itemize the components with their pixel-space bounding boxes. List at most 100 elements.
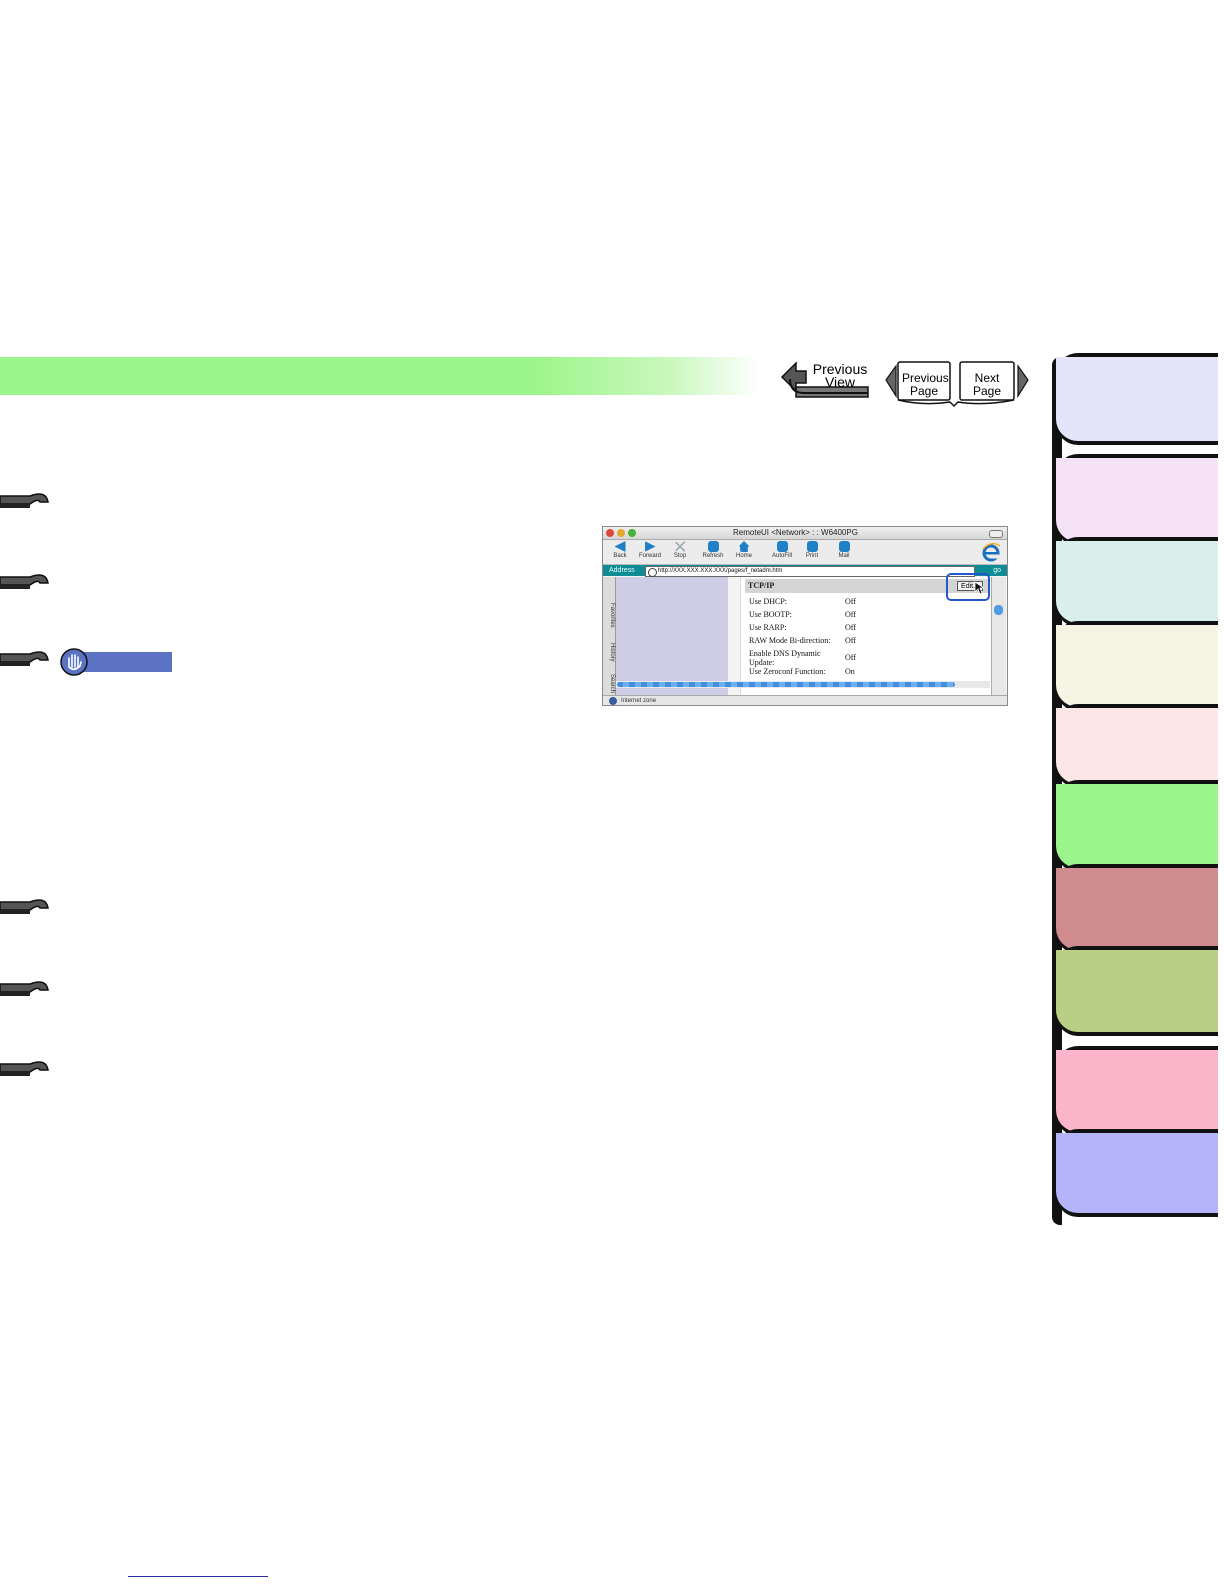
- step-bullet-2: [0, 563, 52, 603]
- chapter-tab-7[interactable]: [1056, 868, 1218, 950]
- setting-label: Use BOOTP:: [749, 610, 792, 619]
- footer-link-rule: [128, 1576, 268, 1577]
- previous-view-label: Previous View: [812, 361, 868, 390]
- step-bullet-4: [0, 888, 52, 928]
- stop-icon: [674, 541, 686, 552]
- horizontal-scroll-thumb[interactable]: [617, 682, 955, 687]
- window-title: RemoteUI <Network> : : W6400PG: [733, 528, 858, 537]
- section-title: TCP/IP: [748, 581, 775, 590]
- edit-button[interactable]: Edit...: [957, 581, 983, 591]
- browser-screenshot: RemoteUI <Network> : : W6400PG Back Forwa…: [602, 526, 1008, 706]
- step-bullet-1: [0, 482, 52, 522]
- toolbar-label: Home: [735, 553, 752, 559]
- back-arrow-icon: [780, 361, 869, 398]
- print-icon: [806, 541, 818, 552]
- setting-label: RAW Mode Bi-direction:: [749, 636, 831, 645]
- hand-stop-icon: [60, 648, 88, 676]
- address-bar: Address http://XXX.XXX.XXX.XXX/pages/f_n…: [603, 565, 1007, 577]
- ie-logo-icon: [981, 542, 1001, 562]
- window-title-bar: RemoteUI <Network> : : W6400PG: [603, 527, 1007, 540]
- globe-icon: [609, 697, 617, 705]
- page-icon: [648, 568, 657, 577]
- chapter-tab-5[interactable]: [1056, 708, 1218, 784]
- previous-view-button[interactable]: Previous View: [780, 357, 880, 403]
- setting-value: Off: [845, 597, 856, 606]
- important-bar: [74, 652, 172, 672]
- mail-icon: [838, 541, 850, 552]
- toolbar-mail-button[interactable]: Mail: [829, 541, 859, 560]
- step-arrow-icon: [0, 651, 49, 666]
- toolbar-label: AutoFill: [771, 553, 792, 559]
- edit-highlight-ring: [946, 573, 990, 601]
- side-tab-favorites[interactable]: Favorites: [609, 602, 615, 628]
- vertical-scroll-thumb[interactable]: [994, 605, 1003, 615]
- page-book-icon: [885, 361, 1029, 408]
- setting-value: Off: [845, 653, 856, 662]
- browser-toolbar: Back Forward Stop Refresh Home AutoFill Print M…: [603, 540, 1007, 565]
- address-value: http://XXX.XXX.XXX.XXX/pages/f_netadm.ht…: [658, 568, 783, 574]
- step-arrow-icon: [0, 981, 49, 996]
- step-bullet-5: [0, 970, 52, 1010]
- toolbar-back-button[interactable]: Back: [605, 541, 635, 560]
- toolbar-home-button[interactable]: Home: [729, 541, 759, 560]
- toolbar-label: Back: [613, 553, 627, 559]
- setting-value: Off: [845, 610, 856, 619]
- next-page-button[interactable]: Next Page: [972, 371, 1002, 398]
- toolbar-label: Stop: [673, 553, 687, 559]
- address-input[interactable]: http://XXX.XXX.XXX.XXX/pages/f_netadm.ht…: [645, 566, 975, 577]
- toolbar-label: Forward: [638, 553, 661, 559]
- toolbar-refresh-button[interactable]: Refresh: [698, 541, 728, 560]
- step-bullet-3: [0, 640, 52, 680]
- chapter-tab-2[interactable]: [1056, 458, 1218, 542]
- minimize-icon[interactable]: [617, 529, 625, 537]
- toolbar-label: Print: [805, 553, 819, 559]
- setting-label: Use DHCP:: [749, 597, 788, 606]
- setting-label: Enable DNS Dynamic Update:: [749, 649, 821, 667]
- toolbar-label: Mail: [838, 553, 850, 559]
- mouse-pointer-icon: [974, 581, 984, 595]
- toolbar-forward-button[interactable]: Forward: [635, 541, 665, 560]
- setting-value: Off: [845, 623, 856, 632]
- toolbar-autofill-button[interactable]: AutoFill: [767, 541, 797, 560]
- toolbar-toggle-icon[interactable]: [989, 530, 1003, 538]
- side-tab-history[interactable]: History: [609, 642, 615, 662]
- section-header: TCP/IP Edit...: [745, 579, 990, 593]
- chapter-tab-1[interactable]: [1056, 357, 1218, 441]
- forward-icon: [644, 541, 656, 552]
- chapter-tab-6[interactable]: [1056, 784, 1218, 868]
- address-label: Address: [609, 567, 635, 574]
- status-text: Internet zone: [621, 698, 657, 704]
- setting-value: On: [845, 667, 855, 676]
- step-arrow-icon: [0, 1061, 49, 1076]
- explorer-side-tabs: Favorites History Search: [603, 577, 616, 695]
- step-bullet-6: [0, 1050, 52, 1090]
- chapter-tab-8[interactable]: [1056, 950, 1218, 1032]
- vertical-scrollbar[interactable]: [991, 577, 1006, 695]
- side-tab-search[interactable]: Search: [609, 674, 615, 694]
- toolbar-label: Refresh: [702, 553, 724, 559]
- toolbar-stop-button[interactable]: Stop: [665, 541, 695, 560]
- setting-label: Use RARP:: [749, 623, 787, 632]
- go-button[interactable]: go: [993, 567, 1001, 574]
- zoom-icon[interactable]: [628, 529, 636, 537]
- back-icon: [614, 541, 626, 552]
- home-icon: [738, 541, 750, 552]
- horizontal-scrollbar[interactable]: [616, 681, 990, 688]
- page-navigation: Previous Page Next Page: [884, 360, 1030, 410]
- left-frame: [616, 577, 728, 695]
- setting-label: Use Zeroconf Function:: [749, 667, 826, 676]
- close-icon[interactable]: [606, 529, 614, 537]
- important-note-badge: [60, 648, 172, 676]
- status-bar: Internet zone: [603, 695, 1007, 705]
- header-band: [0, 357, 760, 395]
- step-arrow-icon: [0, 899, 49, 914]
- previous-page-button[interactable]: Previous Page: [902, 371, 949, 398]
- step-arrow-icon: [0, 574, 49, 589]
- setting-value: Off: [845, 636, 856, 645]
- chapter-tab-10[interactable]: [1056, 1133, 1218, 1213]
- chapter-tab-3[interactable]: [1056, 541, 1218, 623]
- toolbar-print-button[interactable]: Print: [797, 541, 827, 560]
- refresh-icon: [707, 541, 719, 552]
- chapter-tab-4[interactable]: [1056, 625, 1218, 707]
- chapter-tab-9[interactable]: [1056, 1050, 1218, 1132]
